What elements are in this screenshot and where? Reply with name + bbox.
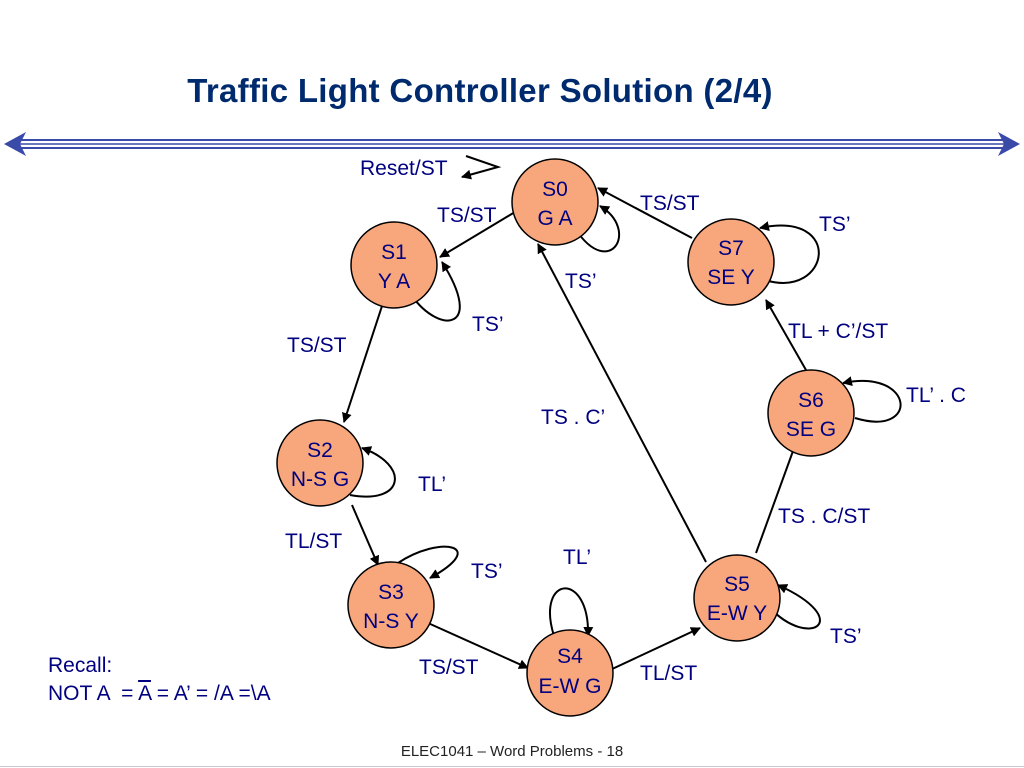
recall-formula: NOT A = A = A’ = /A =\A xyxy=(48,680,271,708)
edge-s7-self xyxy=(759,221,820,284)
state-s7-output: SE Y xyxy=(707,266,754,289)
state-s1-output: Y A xyxy=(378,270,410,293)
recall-note: Recall: NOT A = A = A’ = /A =\A xyxy=(48,652,271,708)
edge-s0-s1 xyxy=(439,211,516,258)
state-s2: S2 N-S G xyxy=(276,419,364,507)
label-s7-self: TS’ xyxy=(819,213,851,236)
recall-rest: = A’ = /A =\A xyxy=(150,682,271,705)
label-s5-self: TS’ xyxy=(830,625,862,648)
state-s4-output: E-W G xyxy=(539,675,602,698)
label-s6-s7: TL + C’/ST xyxy=(788,320,888,343)
edge-s5-self xyxy=(769,584,821,630)
edge-s5-s6 xyxy=(755,439,799,554)
label-reset: Reset/ST xyxy=(360,157,448,180)
edge-s7-s0 xyxy=(597,187,693,239)
recall-a-bar: A xyxy=(138,682,151,705)
slide-title: Traffic Light Controller Solution (2/4) xyxy=(187,72,773,109)
edge-s5-s0 xyxy=(537,243,707,563)
state-s5-output: E-W Y xyxy=(707,602,767,625)
label-s2-self: TL’ xyxy=(418,473,446,496)
edge-s4-self xyxy=(549,587,594,637)
state-s6-id: S6 xyxy=(798,389,824,412)
state-s3-id: S3 xyxy=(378,581,404,604)
label-s6-self: TL’ . C xyxy=(906,384,966,407)
state-s3-output: N-S Y xyxy=(363,610,419,633)
label-s1-self: TS’ xyxy=(472,313,504,336)
state-s4: S4 E-W G xyxy=(526,629,614,717)
footer: ELEC1041 – Word Problems - 18 xyxy=(400,743,624,760)
recall-prefix: NOT A = xyxy=(48,682,139,705)
edge-s1-self xyxy=(411,261,461,322)
state-s7: S7 SE Y xyxy=(687,218,775,306)
edge-reset xyxy=(461,155,502,180)
edge-s0-self xyxy=(575,205,620,253)
edge-s4-s5 xyxy=(609,627,701,671)
state-s5: S5 E-W Y xyxy=(693,554,781,642)
edge-s3-self xyxy=(397,545,459,579)
state-s4-id: S4 xyxy=(557,645,583,668)
label-s5-s6: TS . C/ST xyxy=(778,505,870,528)
state-s0: S0 G A xyxy=(511,158,599,246)
state-s0-id: S0 xyxy=(542,178,568,201)
recall-heading: Recall: xyxy=(48,654,113,677)
state-s2-id: S2 xyxy=(307,439,333,462)
edge-s6-self xyxy=(842,376,902,423)
state-s3: S3 N-S Y xyxy=(347,561,435,649)
label-s5-s0: TS . C’ xyxy=(541,406,605,429)
edge-s2-self xyxy=(349,446,396,498)
label-s3-self: TS’ xyxy=(471,560,503,583)
state-s0-output: G A xyxy=(537,207,572,230)
edge-s1-s2 xyxy=(342,305,383,423)
label-s4-self: TL’ xyxy=(563,546,591,569)
state-s1: S1 Y A xyxy=(350,221,438,309)
edge-s6-s7 xyxy=(765,299,807,371)
label-s1-s2: TS/ST xyxy=(287,334,347,357)
state-s1-id: S1 xyxy=(381,241,407,264)
label-s3-s4: TS/ST xyxy=(419,656,479,679)
edge-s3-s4 xyxy=(427,622,529,669)
state-s5-id: S5 xyxy=(724,573,750,596)
label-s0-s1: TS/ST xyxy=(437,204,497,227)
edge-s2-s3 xyxy=(351,504,380,566)
title-divider xyxy=(4,132,1020,156)
state-s7-id: S7 xyxy=(718,237,744,260)
label-s0-self: TS’ xyxy=(565,270,597,293)
state-s2-output: N-S G xyxy=(291,468,349,491)
label-s2-s3: TL/ST xyxy=(285,530,342,553)
footer-divider xyxy=(0,766,1024,767)
label-s4-s5: TL/ST xyxy=(640,662,697,685)
label-s7-s0: TS/ST xyxy=(640,192,700,215)
state-s6: S6 SE G xyxy=(767,369,855,457)
state-s6-output: SE G xyxy=(786,418,836,441)
